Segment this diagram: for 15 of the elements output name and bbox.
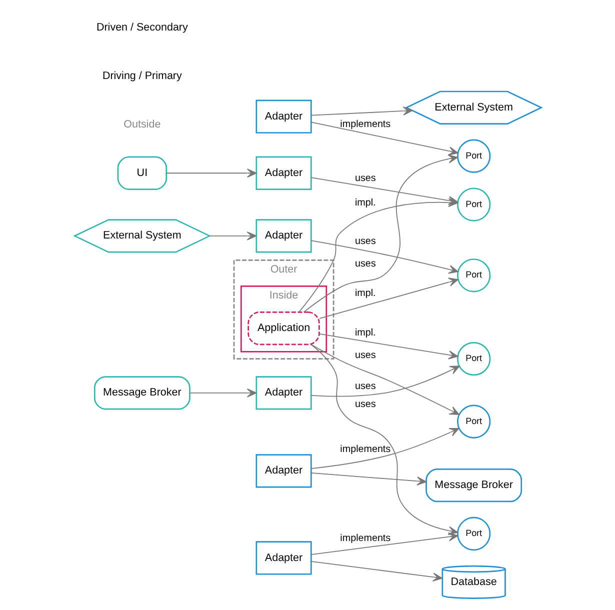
- edge-label: impl.: [354, 197, 376, 208]
- label: Driven / Secondary: [96, 22, 188, 34]
- edge-label: uses: [354, 350, 376, 361]
- edge-label: implements: [340, 532, 390, 544]
- edge-label: uses: [354, 236, 376, 247]
- edge-label: uses: [354, 381, 376, 392]
- edge-label: implements: [340, 444, 390, 455]
- edge-label: uses: [354, 399, 376, 410]
- edge-label: uses: [354, 258, 376, 270]
- label: Outside: [123, 118, 160, 130]
- edge-label: impl.: [354, 288, 376, 299]
- label: Driving / Primary: [102, 70, 182, 82]
- edge-label: uses: [354, 173, 376, 184]
- edge-label: impl.: [354, 327, 376, 338]
- edge-label: implements: [340, 119, 390, 130]
